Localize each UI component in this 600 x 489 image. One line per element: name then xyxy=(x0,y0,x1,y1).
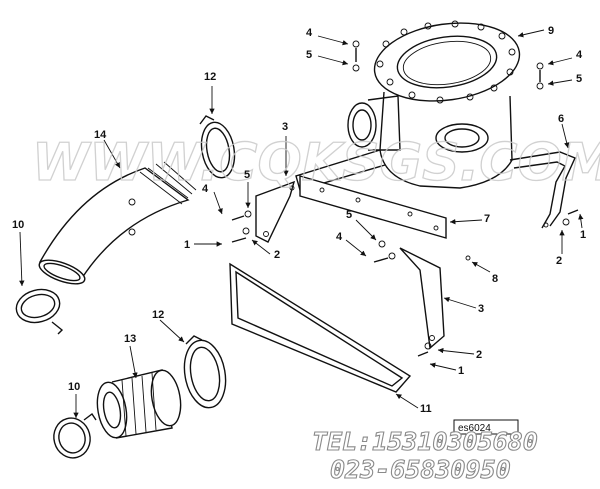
label-4-top-right: 4 xyxy=(576,49,583,61)
label-3-upper: 3 xyxy=(282,121,288,133)
label-4-mid-left: 4 xyxy=(202,183,209,195)
label-7: 7 xyxy=(484,213,490,225)
support-bracket xyxy=(299,175,447,239)
curved-exhaust-pipe xyxy=(38,161,197,285)
heat-shield-panel xyxy=(229,262,412,393)
label-10-upper: 10 xyxy=(12,219,24,231)
part-number-labels: 4 9 5 4 5 12 3 14 6 5 4 10 1 2 7 5 4 2 1… xyxy=(12,25,586,415)
elbow-housing xyxy=(295,20,521,191)
label-5-top-right: 5 xyxy=(576,73,582,85)
fasteners xyxy=(231,40,579,357)
clamp-ring-upper xyxy=(15,288,64,335)
mounting-strap xyxy=(509,151,576,229)
vband-clamp-lower xyxy=(183,335,227,409)
label-2-right: 2 xyxy=(556,255,562,267)
label-8: 8 xyxy=(492,273,498,285)
label-11: 11 xyxy=(420,403,432,415)
label-1-right: 1 xyxy=(580,229,586,241)
label-2-lower: 2 xyxy=(476,349,482,361)
label-5-mid-left: 5 xyxy=(244,169,250,181)
clamp-ring-lower xyxy=(53,412,97,459)
drawing-code: es6024 xyxy=(458,423,491,434)
leader-lines xyxy=(19,29,584,418)
watermark-text: WWW.CQKSGS.COM xyxy=(32,133,600,193)
label-12-lower: 12 xyxy=(152,309,164,321)
vband-clamp-upper xyxy=(199,115,236,179)
label-1-lower: 1 xyxy=(458,365,464,377)
label-1-left: 1 xyxy=(184,239,190,251)
label-5-top-left: 5 xyxy=(306,49,312,61)
label-10-lower: 10 xyxy=(68,381,80,393)
label-3-lower: 3 xyxy=(478,303,484,315)
small-bracket-lower xyxy=(399,247,445,350)
drawing-code-box xyxy=(453,419,519,435)
label-2-left: 2 xyxy=(274,249,280,261)
label-12-upper: 12 xyxy=(204,71,216,83)
label-6: 6 xyxy=(558,113,564,125)
label-14: 14 xyxy=(94,129,107,141)
label-4-mid: 4 xyxy=(336,231,343,243)
label-5-mid: 5 xyxy=(346,209,352,221)
label-9: 9 xyxy=(548,25,554,37)
flex-bellows xyxy=(96,369,182,439)
label-13: 13 xyxy=(124,333,136,345)
contact-phone: 023-65830950 xyxy=(330,455,511,484)
contact-tel: TEL:15310305680 xyxy=(312,427,538,456)
label-4-top-left: 4 xyxy=(306,27,313,39)
small-bracket-upper xyxy=(255,180,296,243)
